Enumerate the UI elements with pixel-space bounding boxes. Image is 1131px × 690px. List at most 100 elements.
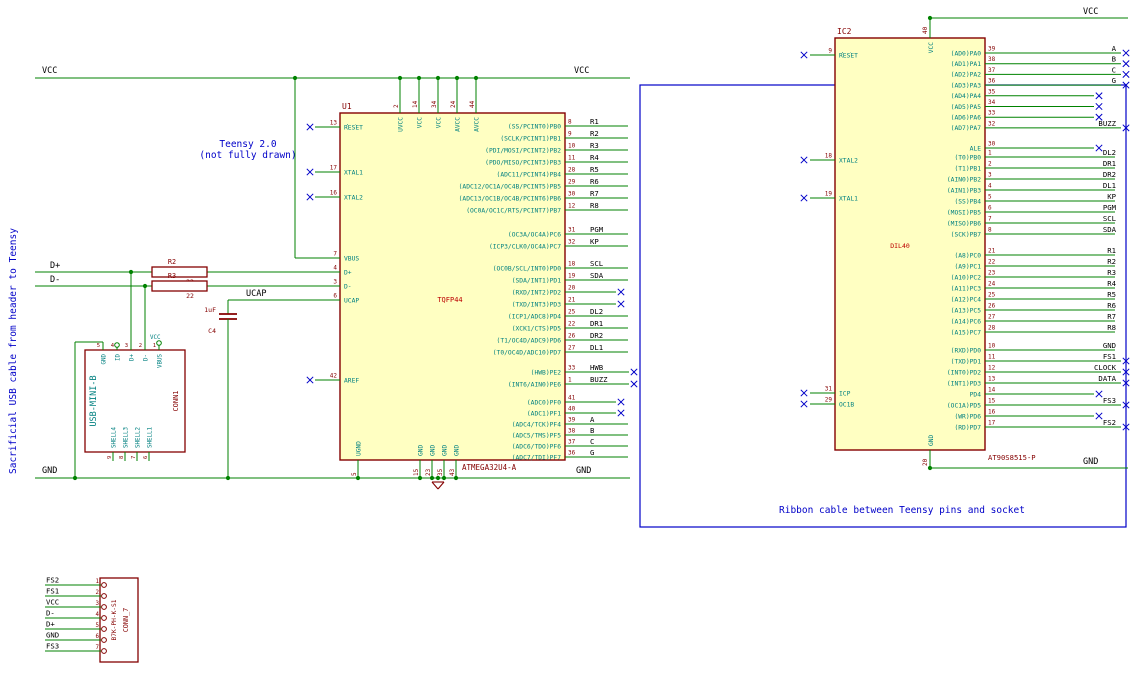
pin-name: (INT6/AIN0)PE6 (508, 381, 561, 388)
net-label: DL1 (1103, 181, 1116, 190)
conn7-body[interactable] (99, 577, 139, 663)
pin-number: 23 (425, 468, 432, 476)
pin-number: 26 (988, 303, 996, 310)
net-label: R1 (590, 117, 599, 126)
net-label: SCL (590, 259, 604, 268)
pin-number: 28 (988, 325, 996, 332)
pin-name: VBUS (158, 353, 164, 367)
no-connect-icon (1122, 49, 1130, 57)
pin-name: (INT1)PD3 (947, 380, 981, 387)
pin-name: (A9)PC1 (954, 263, 981, 270)
pin-name: D+ (130, 353, 136, 360)
pin-name: AREF (344, 377, 359, 384)
net-label: DATA (1098, 374, 1116, 383)
no-connect-icon (1095, 390, 1103, 398)
net-label: D- (50, 275, 60, 285)
pin-name: (AD3)PA3 (951, 82, 982, 89)
pin-number: 7 (988, 216, 992, 223)
pin-number: 32 (988, 120, 996, 127)
net-label: D- (46, 609, 55, 618)
pin-name: VCC (417, 117, 424, 128)
u1-body[interactable] (339, 112, 566, 461)
pin-number: 9 (107, 456, 113, 459)
pin-number: 22 (988, 259, 996, 266)
pin-number: 33 (568, 365, 576, 372)
net-label: KP (590, 237, 599, 246)
net-label: C (1112, 65, 1116, 74)
junction-dot (292, 75, 298, 81)
net-label: R6 (590, 177, 599, 186)
pin-name: OC1B (839, 401, 854, 408)
ic2-body[interactable] (834, 37, 986, 451)
no-connect-icon (617, 398, 625, 406)
net-label: SCL (1103, 214, 1117, 223)
gnd-symbol (431, 481, 439, 490)
pin-name: (AD7)PA7 (951, 125, 982, 132)
net-label: DR1 (1103, 159, 1116, 168)
pin-name: (OC3A/OC4A)PC6 (508, 231, 561, 238)
net-label: R4 (1107, 279, 1116, 288)
pin-name: (AIN1)PB3 (947, 187, 981, 194)
pin-number: 7 (96, 645, 100, 651)
net-label: R8 (590, 201, 599, 210)
conn7-pin-circle (101, 648, 107, 654)
pin-name: (ADC4/TCK)PF4 (512, 421, 561, 428)
pin-number: 31 (825, 386, 833, 393)
pin-number: 43 (449, 468, 456, 476)
net-label: DR2 (1103, 170, 1116, 179)
net-label: R5 (590, 165, 599, 174)
vcc-label: VCC (574, 66, 589, 76)
pin-name: (PDO/MISO/PCINT3)PB3 (485, 159, 561, 166)
pin-number: 18 (825, 153, 833, 160)
pin-name: (AIN0)PB2 (947, 176, 981, 183)
pin-name: (XCK1/CTS)PD5 (512, 325, 561, 332)
vcc-label: VCC (1083, 7, 1098, 17)
pin-number: 3 (96, 601, 100, 607)
pin-name: VCC (436, 117, 443, 128)
pin-name: (A11)PC3 (951, 285, 982, 292)
pin-name: UCAP (344, 297, 359, 304)
net-label: SDA (590, 271, 604, 280)
pin-name: (ADC12/OC1A/OC4B/PCINT5)PB5 (459, 183, 562, 190)
pin-number: 11 (988, 354, 996, 361)
pin-number: 36 (568, 450, 576, 457)
conn7-pin-circle (101, 582, 107, 588)
pin-number: 10 (568, 143, 576, 150)
junction-dot (473, 75, 479, 81)
gnd-label: GND (42, 466, 57, 476)
net-label: FS2 (1103, 418, 1116, 427)
junction-dot (453, 475, 459, 481)
ic2-footprint: DIL40 (890, 242, 910, 250)
pin-number: 4 (96, 612, 100, 618)
pin-name: SHELL3 (124, 427, 130, 448)
resistor-body[interactable] (151, 266, 208, 278)
pin-name: (HWB)PE2 (531, 369, 562, 376)
u1-value: ATMEGA32U4-A (462, 463, 517, 472)
no-connect-icon (306, 123, 314, 131)
resistor-body[interactable] (151, 280, 208, 292)
pin-number: 37 (988, 67, 996, 74)
pin-name: VCC (928, 42, 935, 53)
conn1-body[interactable] (84, 349, 186, 453)
junction-dot (429, 475, 435, 481)
junction-dot (397, 75, 403, 81)
no-connect-icon (800, 194, 808, 202)
junction-dot (417, 475, 423, 481)
pin-name: (SS)PB4 (954, 198, 981, 205)
pin-name: (A10)PC2 (951, 274, 982, 281)
junction-dot (927, 15, 933, 21)
conn7-ref: CONN_7 (122, 608, 130, 633)
pin-number: 36 (988, 78, 996, 85)
pin-number: 20 (568, 285, 576, 292)
pin-number: 25 (568, 309, 576, 316)
junction-dot (454, 75, 460, 81)
pin-number: 4 (333, 265, 337, 272)
pin-number: 5 (988, 194, 992, 201)
pin-name: (ADC6/TDO)PF6 (512, 443, 561, 450)
pin-name: (AD2)PA2 (951, 72, 982, 79)
no-connect-icon (630, 380, 638, 388)
pin-name: (INT0)PD2 (947, 369, 981, 376)
pin-name: GND (454, 445, 461, 456)
